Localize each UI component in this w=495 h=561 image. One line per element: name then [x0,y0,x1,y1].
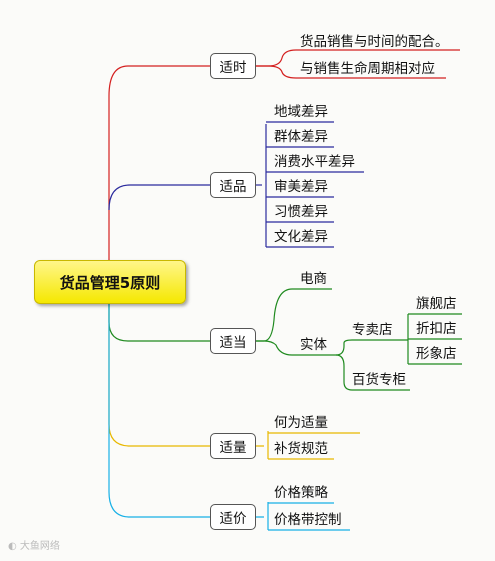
branch-node-shiliang[interactable]: 适量 [210,433,256,459]
connector-shijia-children [256,502,269,530]
connector-shiti-baihuo [335,354,410,391]
connector-root-shipin [108,184,210,211]
leaf-zhuanmai-xingxiang[interactable]: 形象店 [416,346,457,362]
leaf-shipin-6[interactable]: 文化差异 [274,229,328,245]
branch-node-shidang[interactable]: 适当 [210,328,256,354]
leaf-shipin-1[interactable]: 地域差异 [274,104,328,120]
leaf-shidang-shiti[interactable]: 实体 [300,337,327,353]
leaf-shishi-1[interactable]: 货品销售与时间的配合。 [300,34,449,50]
branch-node-shijia[interactable]: 适价 [210,504,256,530]
connector-root-shiliang [108,302,210,447]
leaf-shiliang-2[interactable]: 补货规范 [274,441,328,457]
branch-node-shipin[interactable]: 适品 [210,172,256,198]
connector-root-shidang [108,302,210,342]
leaf-shijia-1[interactable]: 价格策略 [274,485,328,501]
leaf-shishi-2[interactable]: 与销售生命周期相对应 [300,61,435,77]
leaf-shiliang-1[interactable]: 何为适量 [274,415,328,431]
connector-root-shijia [108,302,210,518]
leaf-shidang-dianshang[interactable]: 电商 [300,271,327,287]
watermark-logo-icon: ◐ [8,541,17,552]
connector-shidang-shiti [256,340,336,356]
root-node[interactable]: 货品管理5原则 [34,260,186,304]
connector-shishi-1 [256,49,460,67]
leaf-shiti-baihuo[interactable]: 百货专柜 [352,372,406,388]
leaf-shiti-zhuanmai[interactable]: 专卖店 [352,322,393,338]
leaf-shipin-4[interactable]: 审美差异 [274,179,328,195]
connector-zhuanmai-spine [398,314,409,364]
connector-shishi-2 [256,65,446,79]
watermark: ◐ 大鱼网络 [8,541,60,552]
leaf-zhuanmai-zhekou[interactable]: 折扣店 [416,321,457,337]
connector-shidang-dianshang [256,288,332,342]
leaf-shijia-2[interactable]: 价格带控制 [274,512,342,528]
leaf-shipin-5[interactable]: 习惯差异 [274,204,328,220]
connector-shiliang-children [256,431,269,459]
leaf-zhuanmai-qijian[interactable]: 旗舰店 [416,296,457,312]
leaf-shipin-3[interactable]: 消费水平差异 [274,154,355,170]
leaf-shipin-2[interactable]: 群体差异 [274,129,328,145]
branch-node-shishi[interactable]: 适时 [210,53,256,79]
connector-shiti-zhuanmai [335,339,398,356]
connector-root-shishi [108,65,210,260]
